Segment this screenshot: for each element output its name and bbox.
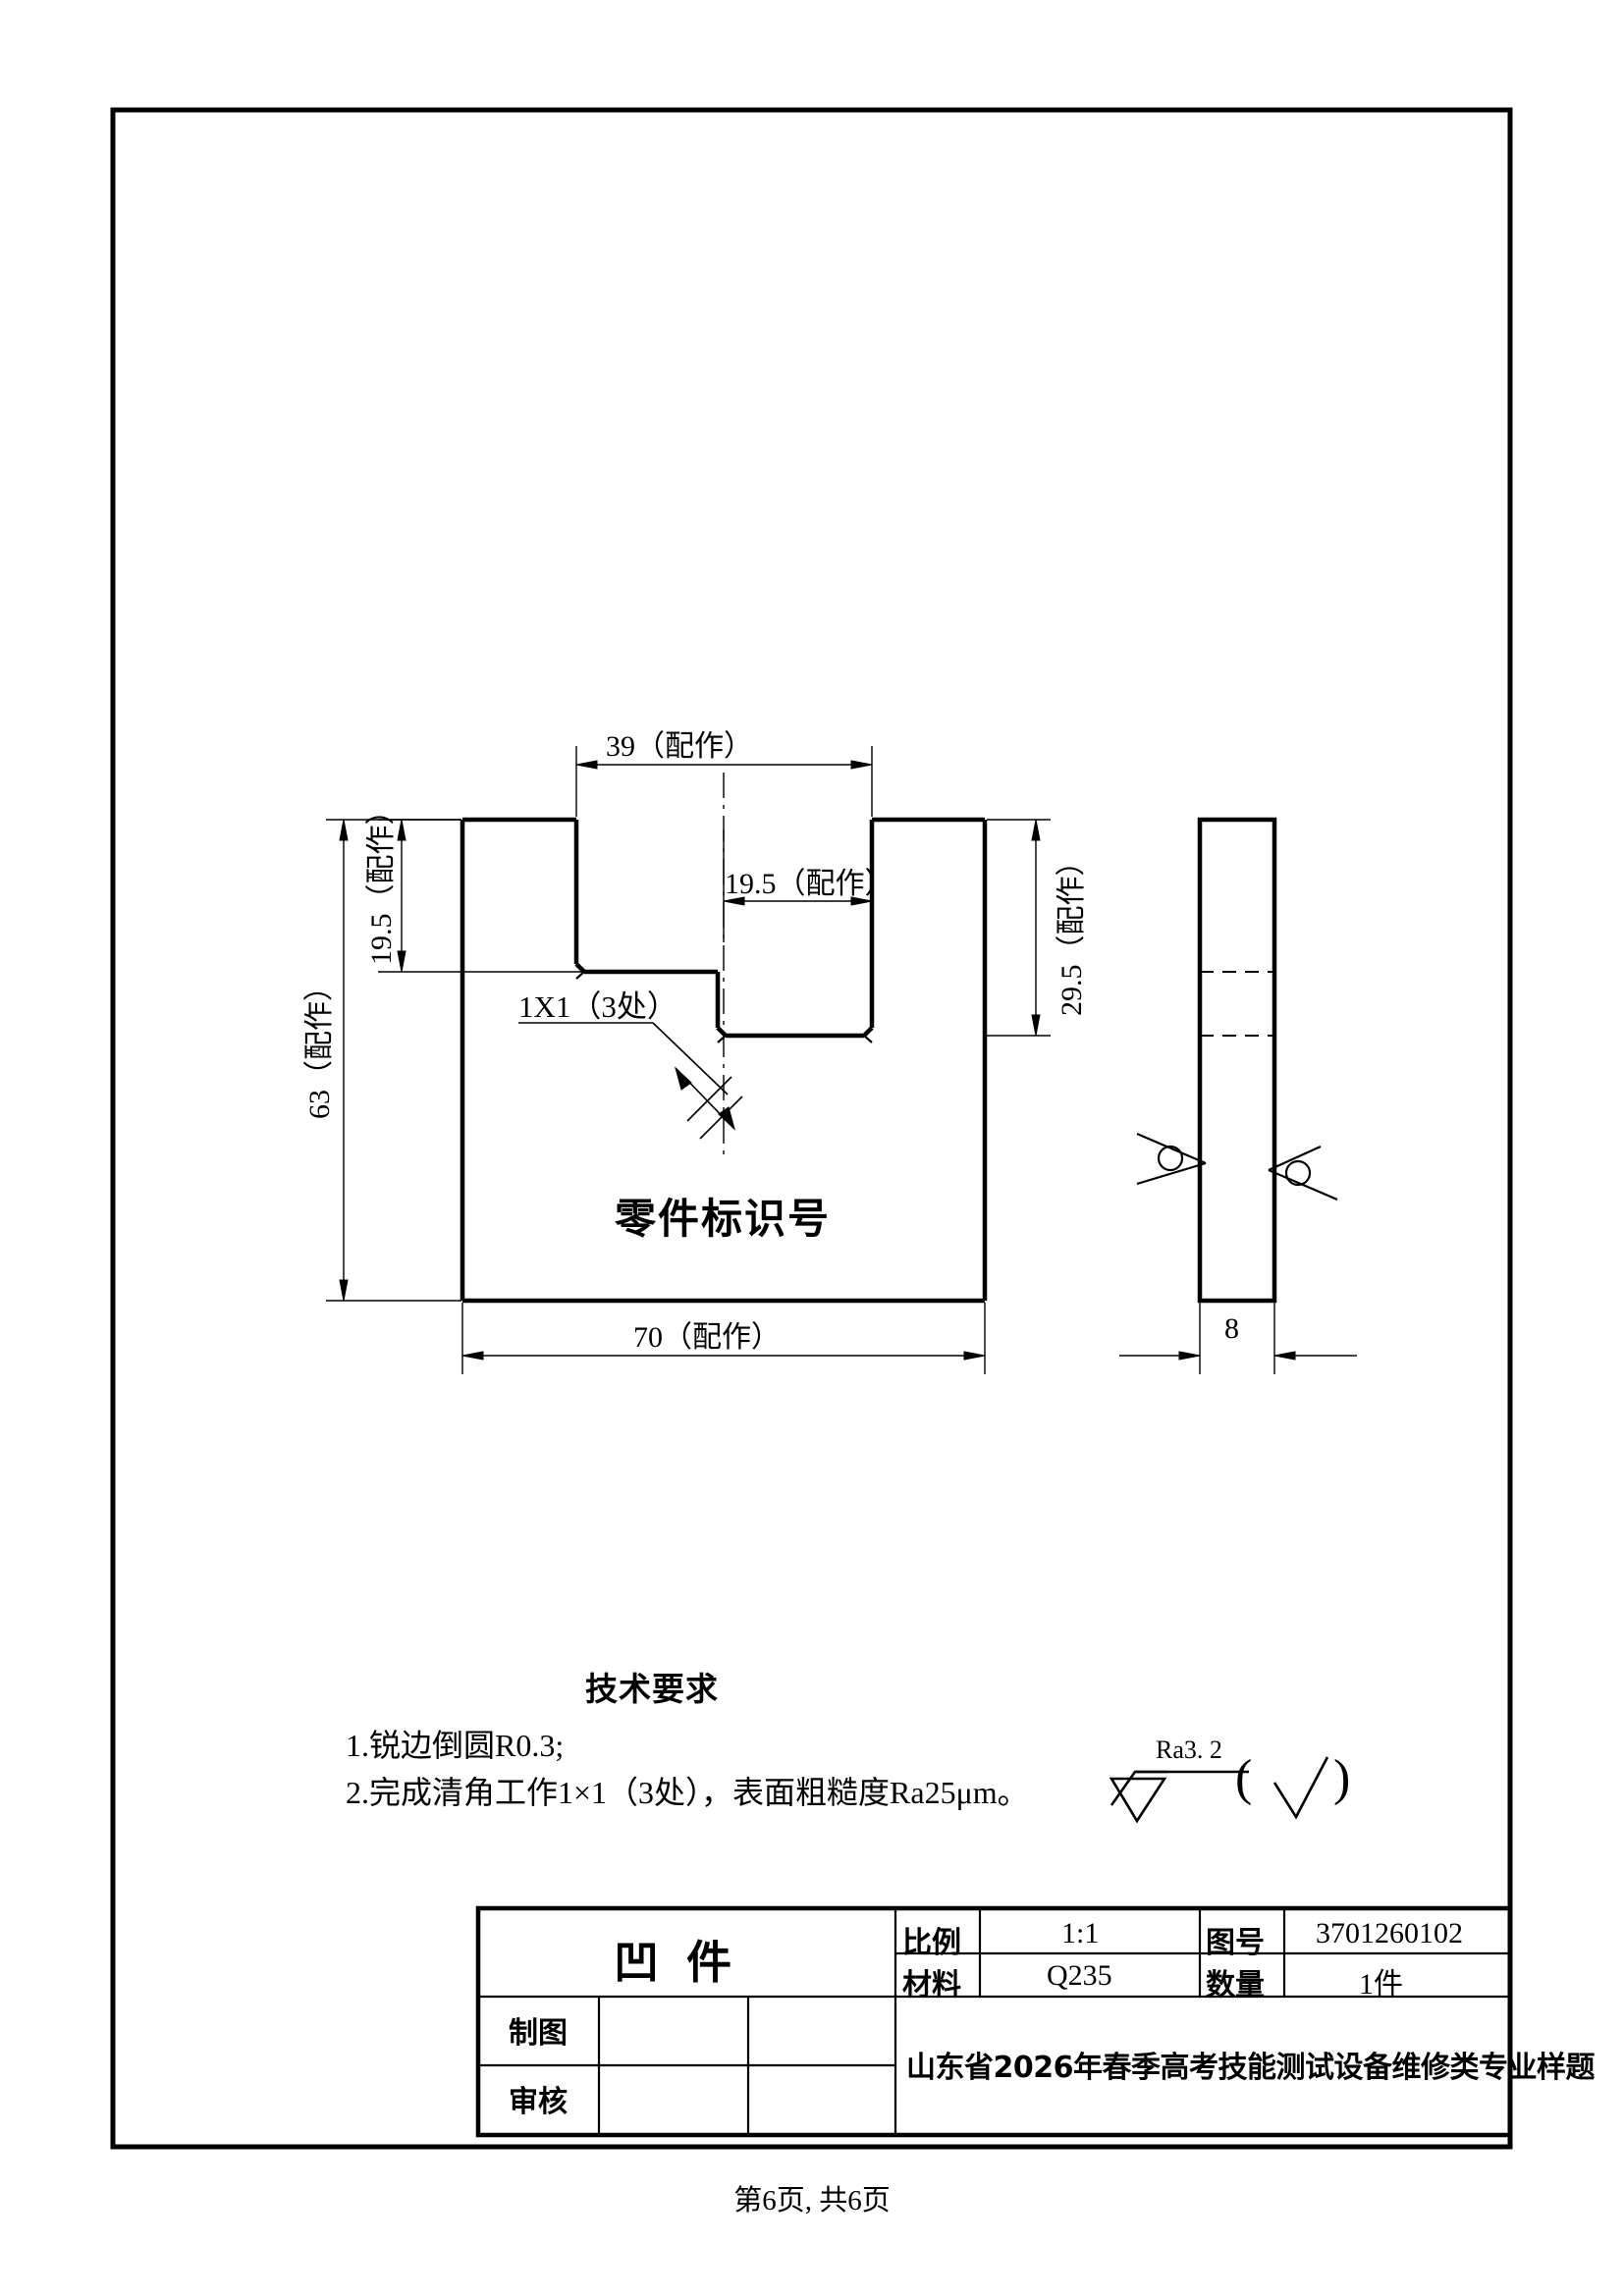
chamfer-leader xyxy=(518,1022,743,1140)
roughness-value-label: Ra3. 2 xyxy=(1156,1735,1222,1764)
dim-label-19-5-vertical: 19.5（配作） xyxy=(365,795,398,966)
dim-70-horizontal xyxy=(461,1303,986,1374)
title-block-label-drawing-no: 图号 xyxy=(1206,1926,1265,1960)
dim-label-8-thickness: 8 xyxy=(1224,1312,1239,1345)
roughness-symbol-ra32 xyxy=(1109,1770,1249,1824)
dim-label-63-vertical: 63（配作） xyxy=(303,972,336,1119)
dim-19-5-vertical-left xyxy=(378,819,582,973)
dim-19-5-horizontal xyxy=(723,829,873,942)
chamfer-notch-marks xyxy=(575,963,873,1043)
tech-requirement-item-2: 2.完成清角工作1×1（3处），表面粗糙度Ra25μm。 xyxy=(346,1775,1029,1810)
page-footer: 第6页, 共6页 xyxy=(733,2185,891,2216)
dim-29-5-vertical-right xyxy=(987,819,1051,1037)
dim-label-39: 39（配作） xyxy=(606,730,753,763)
tech-requirement-item-1: 1.锐边倒圆R0.3; xyxy=(346,1728,565,1763)
title-block-value-quantity: 1件 xyxy=(1359,1968,1403,2001)
title-block-label-material: 材料 xyxy=(902,1968,961,2002)
title-block-value-scale: 1:1 xyxy=(1061,1917,1100,1949)
title-block-part-name: 凹 件 xyxy=(614,1936,738,1989)
sheet-border xyxy=(110,107,1513,2150)
title-block-label-scale: 比例 xyxy=(902,1926,961,1960)
part-identifier-label: 零件标识号 xyxy=(615,1195,832,1243)
dim-label-29-5-vertical: 29.5（配作） xyxy=(1056,846,1088,1017)
surface-finish-marks-side-view xyxy=(1136,1132,1338,1201)
title-block-value-drawing-no: 3701260102 xyxy=(1316,1917,1463,1949)
side-view-hidden-lines xyxy=(1200,971,1274,1037)
title-block-label-reviewer: 审核 xyxy=(509,2085,568,2119)
side-view-outline xyxy=(1197,817,1277,1304)
title-block-label-quantity: 数量 xyxy=(1206,1968,1265,2002)
title-block-value-material: Q235 xyxy=(1047,1959,1112,1992)
title-block-footer-title: 山东省2026年春季高考技能测试设备维修类专业样题 xyxy=(906,2051,1596,2085)
dim-label-19-5-horizontal: 19.5（配作） xyxy=(725,868,894,900)
roughness-paren-close: ) xyxy=(1333,1750,1351,1806)
dim-39 xyxy=(575,746,873,817)
title-block-label-drafter: 制图 xyxy=(509,2016,568,2051)
tech-requirements-title: 技术要求 xyxy=(585,1670,719,1708)
roughness-paren-open: ( xyxy=(1235,1750,1253,1806)
title-block xyxy=(475,1905,1513,2138)
chamfer-note-label: 1X1（3处） xyxy=(518,989,677,1024)
dim-label-70-horizontal: 70（配作） xyxy=(633,1321,781,1354)
dim-63-vertical xyxy=(326,819,461,1302)
roughness-symbol-generic xyxy=(1272,1756,1329,1820)
dim-8-thickness xyxy=(1119,1303,1357,1374)
